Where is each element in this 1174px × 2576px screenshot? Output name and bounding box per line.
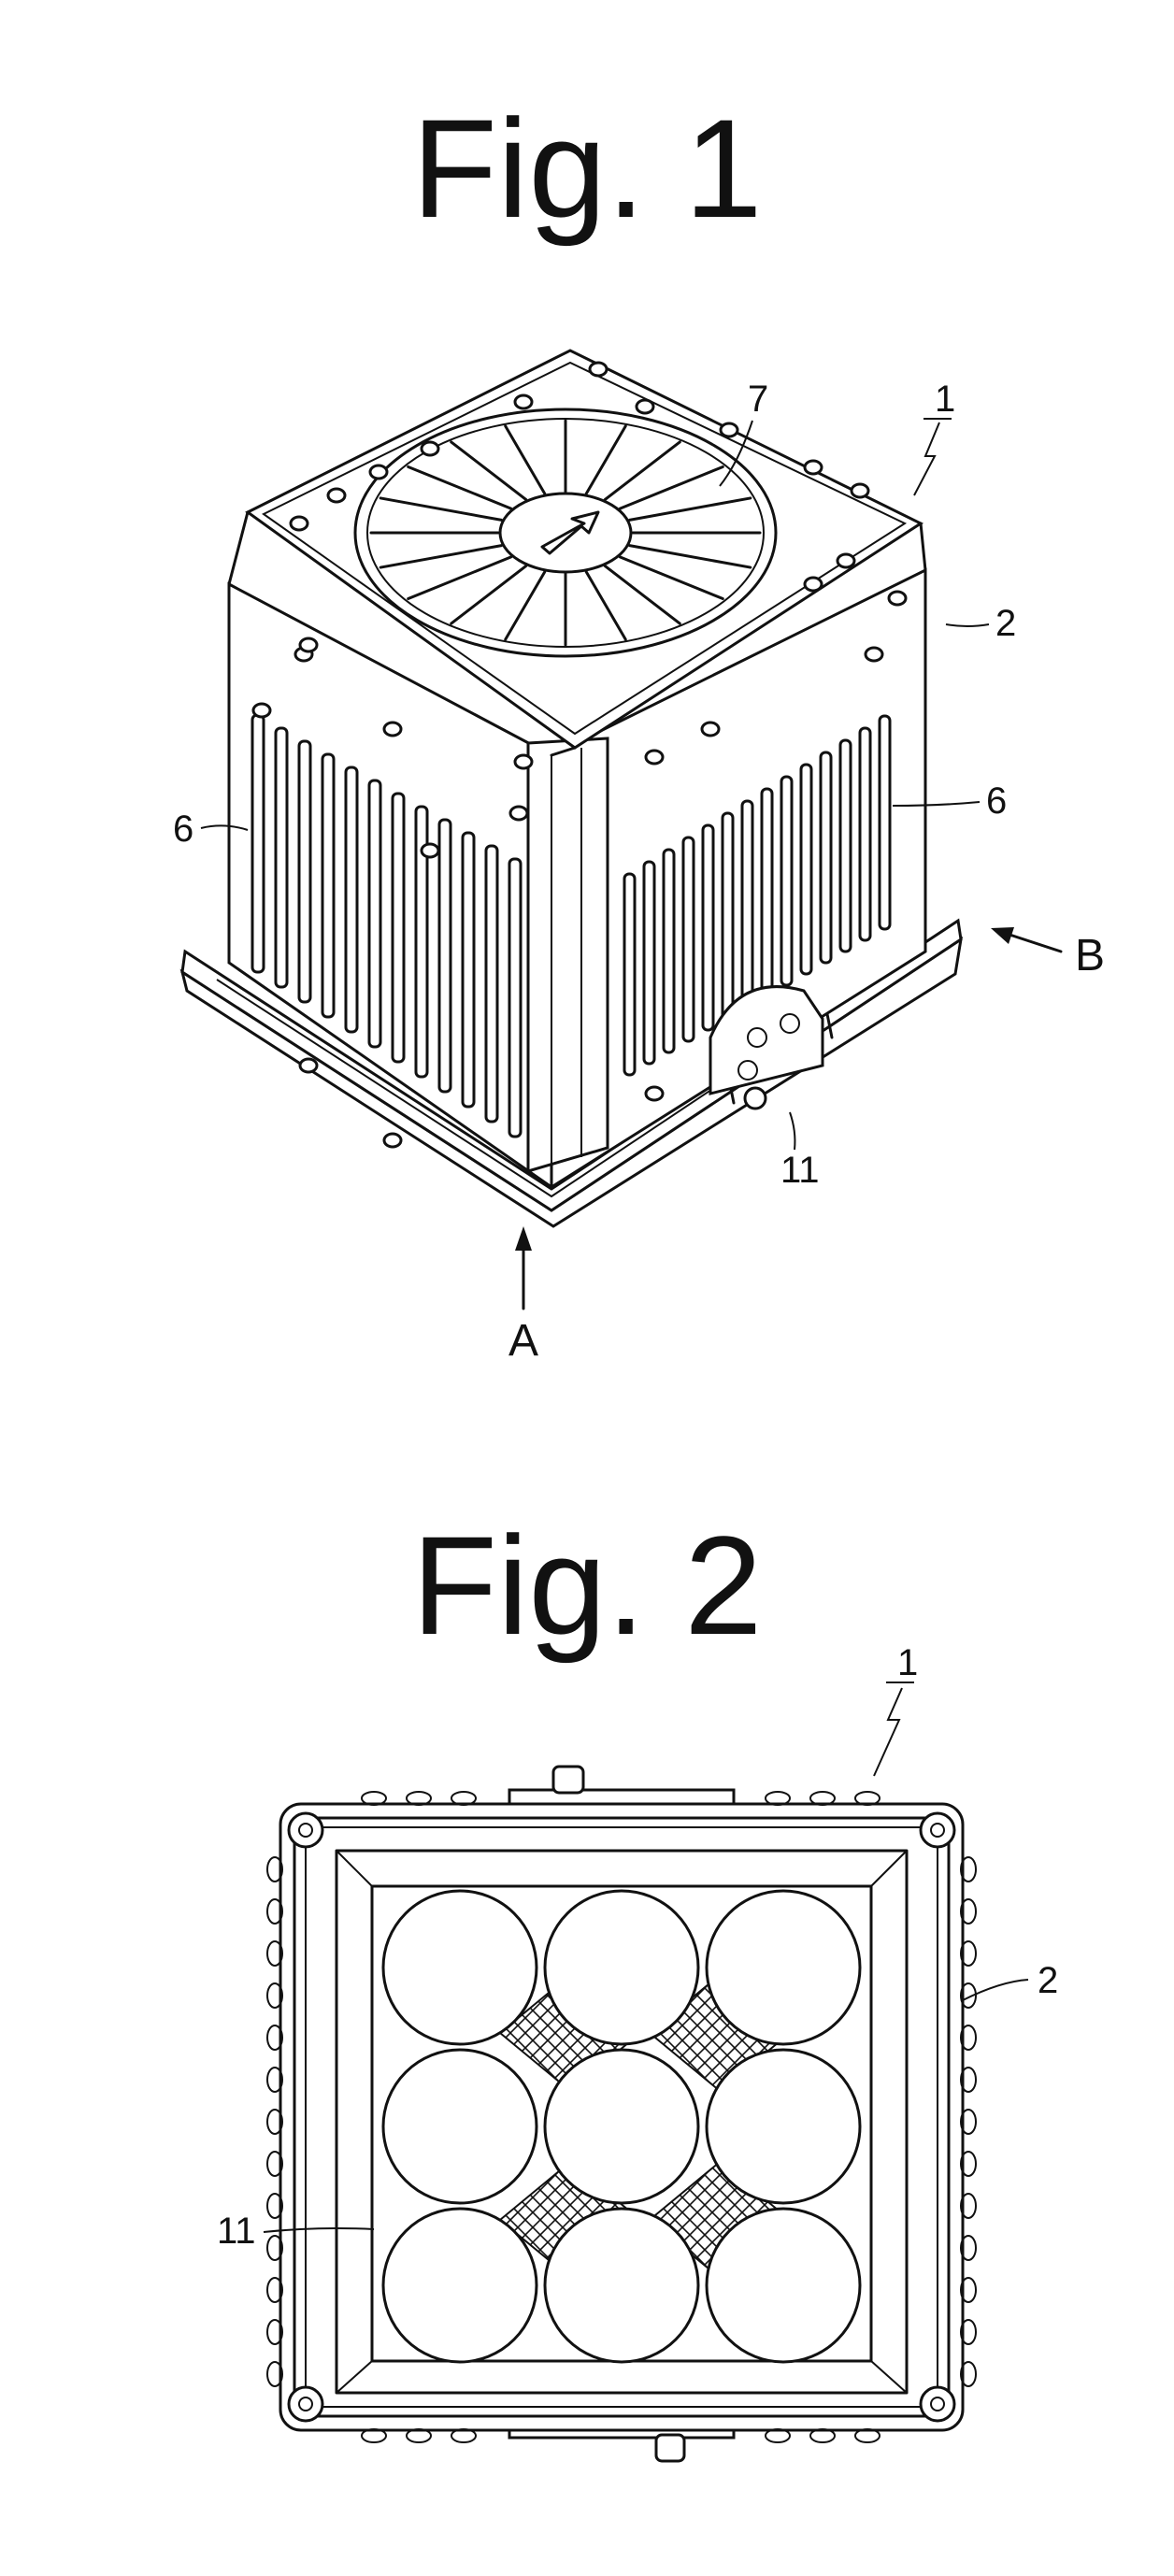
fig2-label-1: 1 — [897, 1642, 918, 1683]
led-lens — [545, 1891, 698, 2044]
led-lens — [707, 2209, 860, 2362]
fig1-title: Fig. 1 — [411, 90, 762, 247]
fig2-label-11: 11 — [217, 2211, 256, 2252]
fig1-corner-post — [528, 738, 608, 1171]
fig2-bottom-view — [267, 1767, 976, 2461]
fig1-label-6-right: 6 — [986, 780, 1007, 822]
led-lens — [545, 2050, 698, 2203]
fig1-label-6-left: 6 — [173, 809, 193, 850]
fig1-label-2: 2 — [995, 603, 1016, 644]
led-lens — [707, 1891, 860, 2044]
fig1-view-b: B — [1075, 931, 1105, 980]
led-lens — [707, 2050, 860, 2203]
fig1-label-7: 7 — [748, 379, 768, 420]
led-lens — [383, 2050, 537, 2203]
fig1-view-a: A — [508, 1316, 538, 1366]
fig2-label-2: 2 — [1038, 1960, 1058, 2001]
fig2-title: Fig. 2 — [411, 1507, 762, 1664]
fig1-label-11: 11 — [780, 1150, 820, 1191]
fig2-led-lenses — [383, 1891, 860, 2362]
led-lens — [383, 1891, 537, 2044]
led-lens — [383, 2209, 537, 2362]
fig1-perspective-view — [182, 351, 961, 1226]
led-lens — [545, 2209, 698, 2362]
fig1-label-1: 1 — [935, 379, 955, 420]
